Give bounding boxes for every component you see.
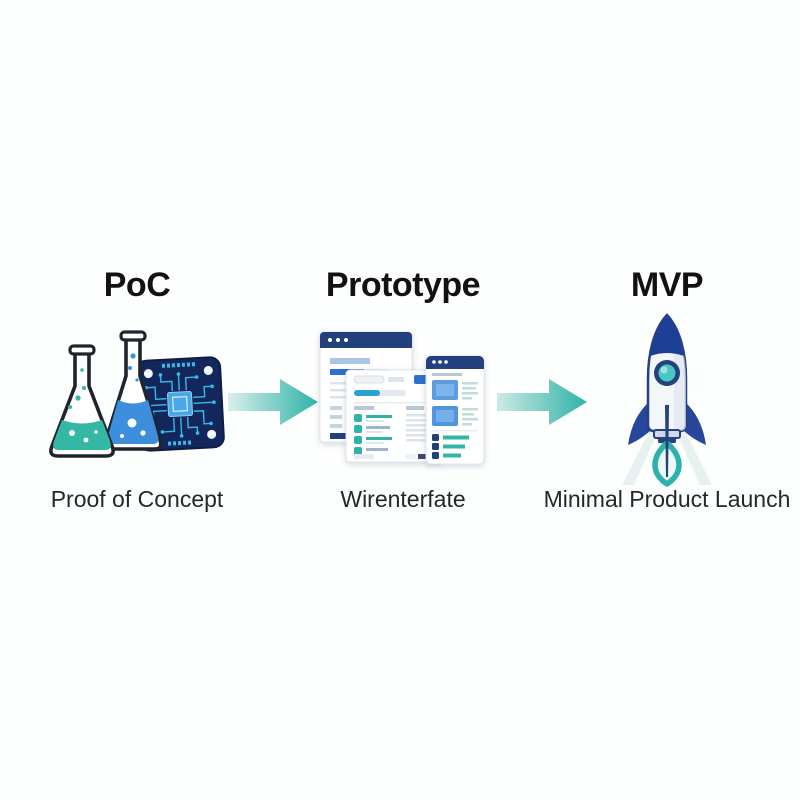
rocket-svg: [622, 313, 712, 487]
rocket-launch-icon: [537, 312, 797, 487]
arrow-right-icon: [497, 377, 589, 427]
flasks-and-circuit-board-icon: [7, 312, 267, 484]
stage-title-mvp: MVP: [630, 266, 704, 304]
rocket-nose-cone: [650, 315, 684, 356]
rocket-fin-right: [682, 401, 706, 445]
mobile-window-right: [425, 355, 485, 464]
stage-subtitle-mvp: Minimal Product Launch: [543, 486, 791, 512]
rocket-center-rod: [665, 405, 669, 477]
flasks-and-circuit-board-svg: [49, 330, 225, 458]
flask-teal-icon: [49, 344, 115, 458]
wireframe-screens-icon: [273, 312, 533, 484]
stage-subtitle-prototype: Wirenterfate: [340, 486, 466, 512]
circuit-board-icon: [135, 356, 225, 452]
wireframe-screens-svg: [319, 331, 485, 464]
stage-title-poc: PoC: [103, 266, 171, 304]
stage-title-prototype: Prototype: [325, 266, 481, 304]
stage-mvp: MVP: [537, 258, 797, 514]
rocket-fin-left: [628, 401, 652, 445]
stage-prototype: Prototype: [273, 258, 533, 514]
stage-subtitle-poc: Proof of Concept: [50, 486, 224, 512]
arrow-right-icon: [228, 377, 320, 427]
stage-poc: PoC: [7, 258, 267, 514]
